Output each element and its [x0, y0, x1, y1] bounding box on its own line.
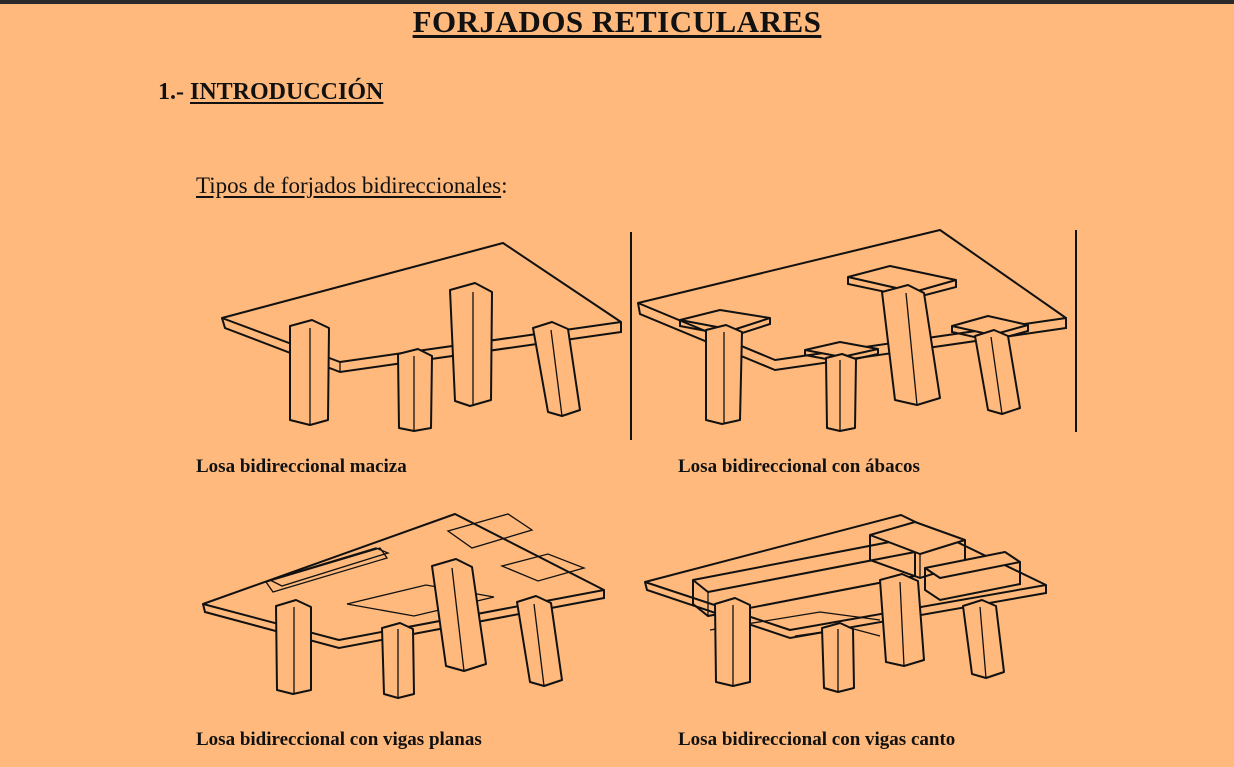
flat-beam — [499, 553, 587, 582]
column — [974, 329, 1021, 415]
column — [516, 595, 563, 687]
subheading-text: Tipos de forjados bidireccionales — [196, 173, 502, 198]
section-number: 1.- — [158, 79, 184, 105]
column — [881, 284, 941, 406]
caption-deep-beam-slab: Losa bidireccional con vigas canto — [678, 729, 956, 750]
deep-beam — [924, 551, 1021, 602]
column — [705, 324, 743, 425]
subheading-colon: : — [501, 173, 508, 198]
column — [825, 353, 857, 432]
subheading: Tipos de forjados bidireccionales: — [196, 173, 508, 199]
drop-panel — [951, 315, 1029, 343]
column — [431, 558, 487, 672]
column — [879, 573, 925, 667]
column — [714, 597, 751, 687]
caption-flat-beam-slab: Losa bidireccional con vigas planas — [196, 729, 482, 750]
column — [275, 599, 312, 695]
column — [532, 321, 581, 417]
figure-flat-beam-slab — [202, 513, 605, 699]
figure-solid-slab — [221, 242, 622, 432]
column — [381, 622, 415, 699]
flat-beam — [346, 584, 495, 617]
top-border — [0, 0, 1234, 4]
page-title: FORJADOS RETICULARES — [412, 4, 822, 39]
column — [821, 622, 855, 693]
slab-edge — [202, 590, 605, 650]
slab-edge — [644, 581, 1047, 640]
flat-beam — [268, 547, 390, 587]
deep-beam — [869, 521, 966, 580]
column — [962, 599, 1005, 679]
flat-beam — [446, 513, 534, 549]
column — [289, 319, 330, 426]
figure-deep-beam-slab — [644, 514, 1047, 693]
column — [397, 348, 433, 432]
flat-beam — [264, 547, 389, 593]
section-title: INTRODUCCIÓN — [190, 79, 384, 105]
section-heading: 1.- INTRODUCCIÓN — [158, 79, 383, 106]
figure-drop-panel-slab — [637, 229, 1067, 432]
column — [449, 282, 493, 407]
caption-solid-slab: Losa bidireccional maciza — [196, 456, 407, 477]
slab-edge — [637, 302, 1067, 372]
caption-drop-panel-slab: Losa bidireccional con ábacos — [678, 456, 920, 477]
